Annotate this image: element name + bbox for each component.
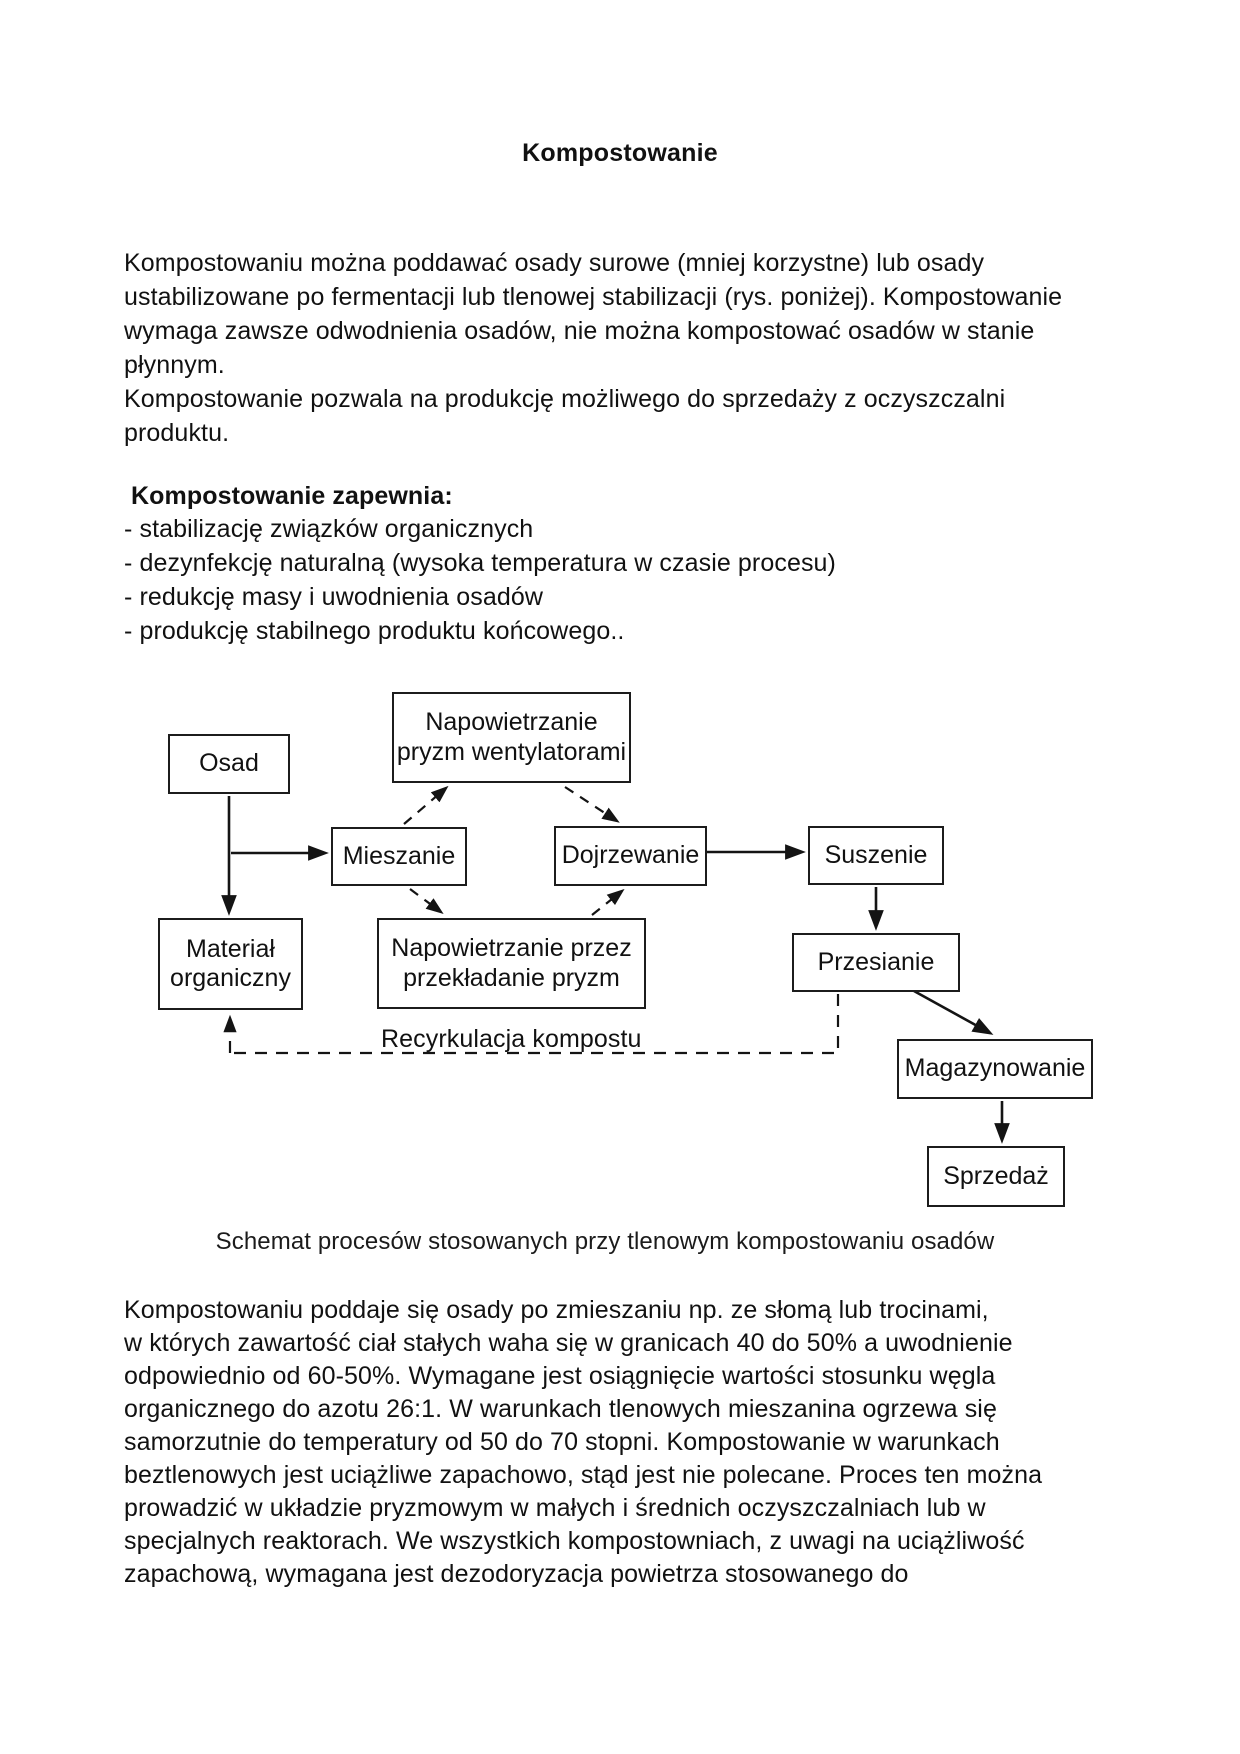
diagram-box-osad: Osad xyxy=(168,734,290,794)
diagram-box-mieszanie: Mieszanie xyxy=(331,827,467,886)
benefits-heading: Kompostowanie zapewnia: xyxy=(131,482,453,510)
diagram-box-magazynowanie: Magazynowanie xyxy=(897,1039,1093,1099)
benefits-list: - stabilizację związków organicznych - d… xyxy=(124,515,836,645)
diagram-box-napowietrzanie-przekladanie: Napowietrzanie przez przekładanie pryzm xyxy=(377,918,646,1009)
page-title: Kompostowanie xyxy=(522,139,718,167)
diagram-box-dojrzewanie: Dojrzewanie xyxy=(554,826,707,886)
diagram-box-przesianie: Przesianie xyxy=(792,933,960,992)
diagram-caption: Schemat procesów stosowanych przy tlenow… xyxy=(215,1228,995,1255)
diagram-box-suszenie: Suszenie xyxy=(808,826,944,885)
intro-paragraph: Kompostowaniu można poddawać osady surow… xyxy=(124,249,1063,447)
diagram-box-sprzedaz: Sprzedaż xyxy=(927,1146,1065,1207)
diagram-box-napowietrzanie-wentylatorami: Napowietrzanie pryzm wentylatorami xyxy=(392,692,631,783)
body-paragraph: Kompostowaniu poddaje się osady po zmies… xyxy=(124,1296,1043,1588)
diagram-box-material-organiczny: Materiał organiczny xyxy=(158,918,303,1010)
recirculation-label: Recyrkulacja kompostu xyxy=(381,1025,642,1053)
